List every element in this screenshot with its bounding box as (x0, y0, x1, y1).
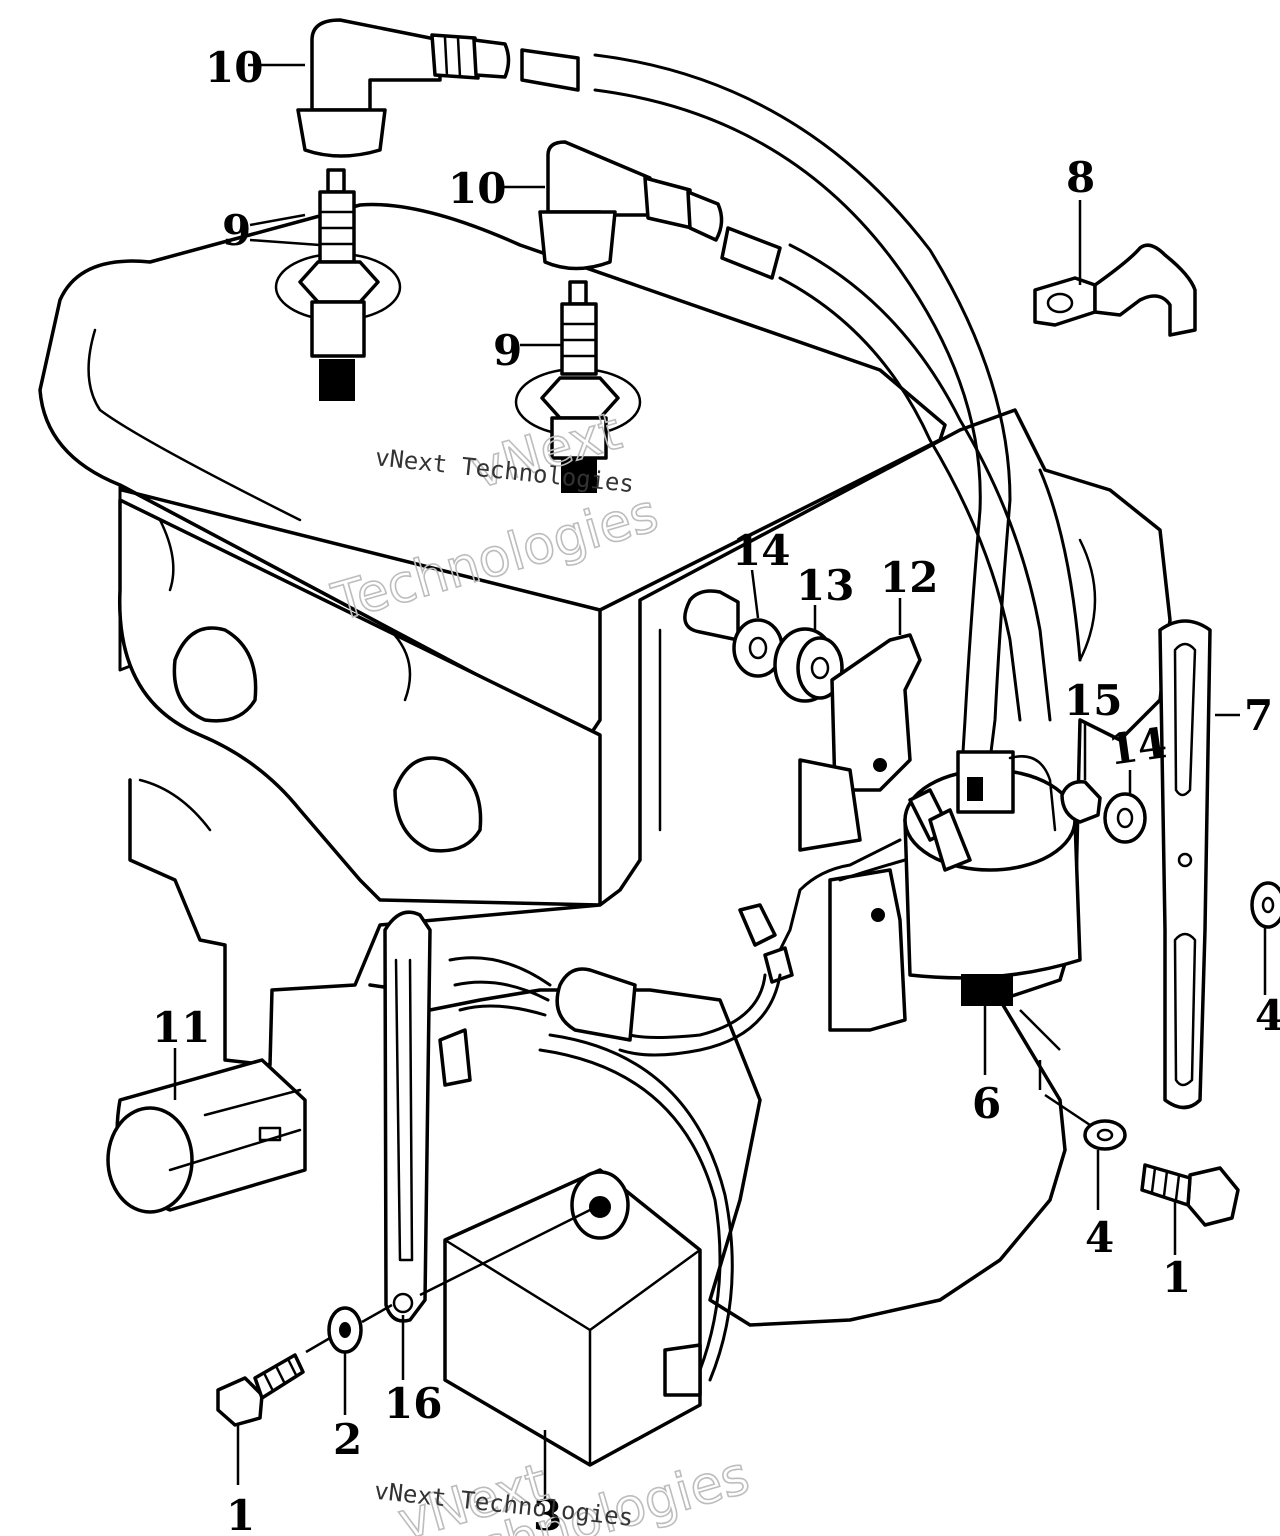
clamp (1033, 243, 1197, 337)
callout-labels: 10 10 9 9 8 7 14 13 12 15 14 6 4 4 1 11 … (152, 43, 1280, 1536)
high-tension-cords (520, 48, 1082, 802)
callout-4-lower: 4 (1085, 1213, 1114, 1262)
callout-1-right: 1 (1162, 1253, 1191, 1302)
callout-13: 13 (796, 561, 854, 610)
callout-4-right: 4 (1255, 991, 1280, 1040)
cover-cap (106, 1058, 307, 1214)
cdi-unit (443, 1033, 734, 1467)
callout-3: 3 (533, 1491, 562, 1536)
wiring-harness (438, 838, 907, 1087)
callout-10-lower: 10 (448, 164, 506, 213)
callout-8: 8 (1066, 153, 1095, 202)
callout-16: 16 (384, 1379, 442, 1428)
spark-plug-upper (274, 168, 402, 401)
callout-12: 12 (880, 553, 938, 602)
washer-4-right (1250, 881, 1280, 929)
bracket-7 (1158, 619, 1212, 1110)
callout-11: 11 (152, 1003, 210, 1052)
collar-and-washer (1060, 780, 1147, 844)
callout-9-upper: 9 (222, 206, 251, 255)
callout-14-upper: 14 (732, 526, 790, 575)
ignition-coil (798, 750, 1082, 1032)
callout-9-lower: 9 (493, 326, 522, 375)
callout-7: 7 (1244, 691, 1273, 740)
spark-plug-lower (514, 280, 642, 493)
bolt-lower-left (216, 1353, 305, 1427)
leader-lines (173, 63, 1267, 1500)
spark-plug-cap-lower (538, 140, 724, 271)
callout-1-left: 1 (226, 1491, 255, 1536)
callout-2: 2 (333, 1415, 362, 1464)
bolt-right (1140, 1163, 1240, 1227)
washer-4-lower (1083, 1119, 1127, 1151)
callout-14-right: 14 (1105, 718, 1170, 775)
callout-10-upper: 10 (205, 43, 263, 92)
bracket-16 (383, 910, 432, 1323)
callout-6: 6 (972, 1079, 1001, 1128)
spark-plug-cap-upper (296, 18, 511, 158)
washer-2 (327, 1306, 363, 1354)
rear-parts (683, 589, 922, 792)
callout-15: 15 (1064, 676, 1122, 725)
